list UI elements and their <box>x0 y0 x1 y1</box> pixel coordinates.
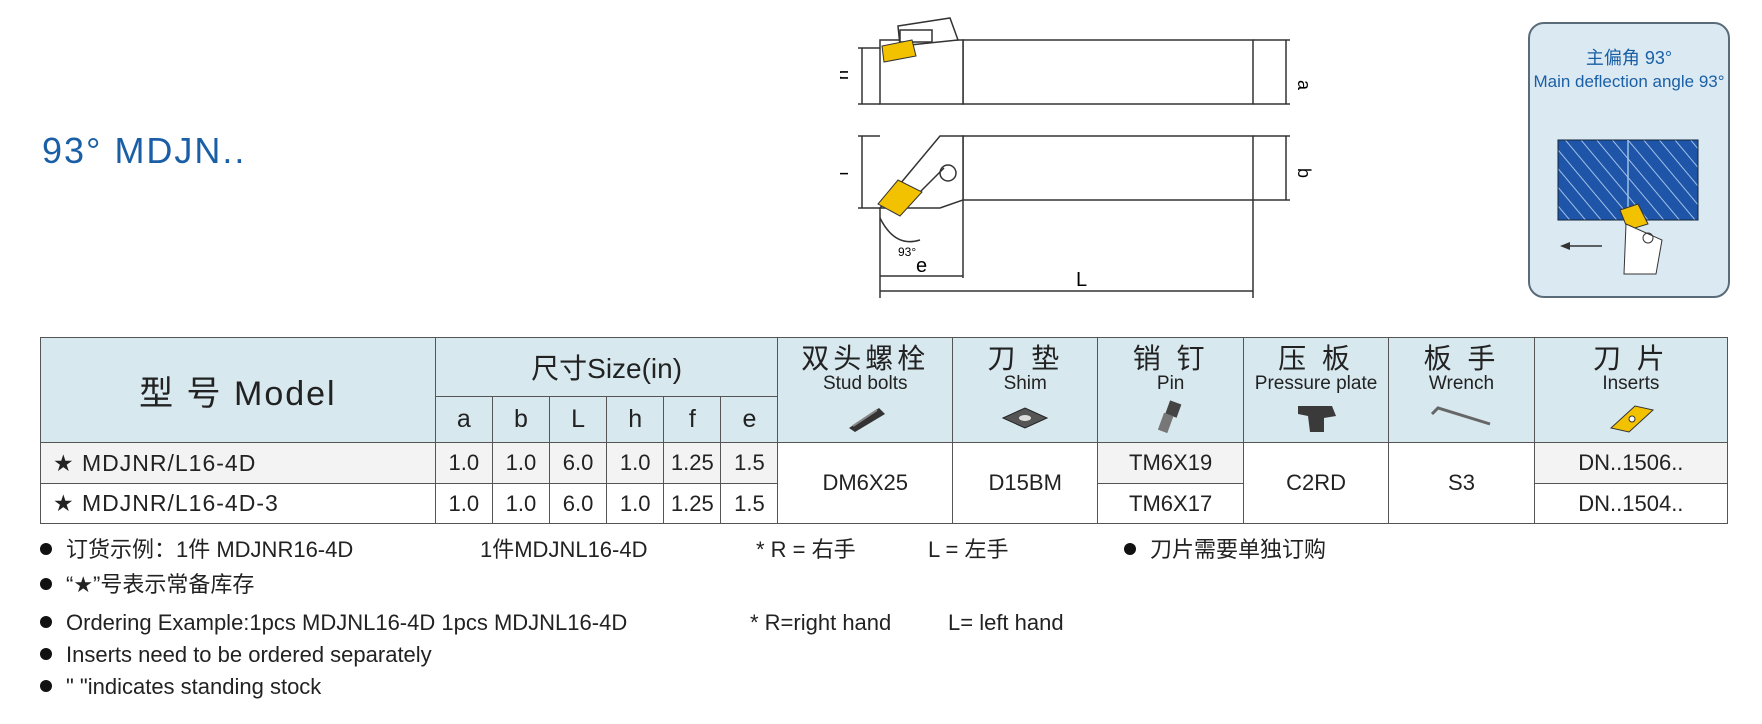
angle-label: 93° <box>898 245 916 259</box>
bullet-icon <box>40 543 52 556</box>
pressure-plate-icon <box>1298 406 1337 432</box>
inserts-en: Inserts <box>1602 373 1660 394</box>
cell-b: 1.0 <box>491 442 550 484</box>
note-en-order-example: Ordering Example:1pcs MDJNL16-4D 1pcs MD… <box>66 610 628 635</box>
note-cn-inserts-text: 刀片需要单独订购 <box>1150 537 1327 562</box>
cell-l: 6.0 <box>548 483 608 524</box>
table-row: ★ MDJNR/L16-4D-3 1.0 1.0 6.0 1.0 1.25 1.… <box>40 483 1729 524</box>
note-en-2: Inserts need to be ordered separately <box>40 643 432 667</box>
shim-en: Shim <box>1003 373 1047 394</box>
note-cn-stock: “★”号表示常备库存 <box>66 572 255 597</box>
pin-cell: TM6X17 <box>1097 483 1244 524</box>
note-cn-right-hand: * R = 右手 <box>756 537 856 562</box>
deflection-angle-callout: 主偏角 93° Main deflection angle 93° <box>1528 22 1730 298</box>
dim-e-label: e <box>916 255 927 277</box>
cell-l: 6.0 <box>548 442 608 484</box>
wrench-en: Wrench <box>1428 373 1495 394</box>
shim-header: 刀 垫 Shim <box>951 337 1099 443</box>
bullet-icon <box>40 680 52 693</box>
inserts-header: 刀 片 Inserts <box>1533 337 1729 443</box>
dim-f-header: f <box>663 396 722 443</box>
cell-f: 1.25 <box>663 483 722 524</box>
dim-h-header: h <box>606 396 665 443</box>
stud-bolt-icon <box>849 408 886 432</box>
model-header: 型 号 Model <box>40 337 436 443</box>
dim-b-label: b <box>1294 168 1314 178</box>
cell-a: 1.0 <box>434 442 493 484</box>
dim-f-label: f <box>840 170 852 176</box>
pressure-plate-cn: 压 板 <box>1278 343 1354 374</box>
insert-cell: DN..1504.. <box>1533 483 1729 524</box>
dim-l-label: L <box>1076 269 1087 291</box>
shim-cell: D15BM <box>951 442 1099 524</box>
pin-header: 销 钉 Pin <box>1097 337 1244 443</box>
cell-e: 1.5 <box>720 483 779 524</box>
dim-l-header: L <box>548 396 608 443</box>
dim-h-label: h <box>840 70 852 80</box>
dim-b-header: b <box>491 396 550 443</box>
cell-h: 1.0 <box>606 483 665 524</box>
insert-in-cut <box>1619 203 1649 231</box>
bullet-icon <box>40 616 52 629</box>
model-cell: ★ MDJNR/L16-4D <box>40 442 436 484</box>
feed-arrow-icon <box>1560 242 1570 250</box>
dim-a-label: a <box>1294 80 1314 91</box>
insert-icon <box>1609 405 1654 433</box>
pin-cell: TM6X19 <box>1097 442 1244 484</box>
inserts-cn: 刀 片 <box>1592 343 1669 374</box>
cutting-diagram <box>1557 139 1699 275</box>
note-cn-inserts: 刀片需要单独订购 <box>1124 538 1326 562</box>
wrench-header: 板 手 Wrench <box>1388 337 1535 443</box>
model-cell: ★ MDJNR/L16-4D-3 <box>40 483 436 524</box>
tool-holder-drawing: h a f b e L 93° <box>840 17 1314 298</box>
note-en-3: " "indicates standing stock <box>40 675 321 699</box>
insert-cell: DN..1506.. <box>1533 442 1729 484</box>
dim-e-header: e <box>720 396 779 443</box>
note-cn-order-example: 订货示例：1件 MDJNR16-4D <box>66 537 354 562</box>
pressure-plate-cell: C2RD <box>1242 442 1390 524</box>
shim-icon <box>1001 407 1049 429</box>
pressure-plate-en: Pressure plate <box>1254 373 1378 394</box>
pin-en: Pin <box>1156 373 1185 394</box>
note-cn-order-example-2: 1件MDJNL16-4D <box>480 537 648 562</box>
stud-bolts-cn: 双头螺栓 <box>801 343 930 374</box>
bullet-icon <box>40 648 52 661</box>
pin-icon <box>1157 400 1181 434</box>
size-header: 尺寸Size(in) <box>434 337 779 397</box>
cell-b: 1.0 <box>491 483 550 524</box>
cell-a: 1.0 <box>434 483 493 524</box>
spec-table: 型 号 Model 尺寸Size(in) 双头螺栓 Stud bolts 刀 垫… <box>40 337 1729 524</box>
note-en-stock: " "indicates standing stock <box>66 674 322 699</box>
note-cn-left-hand: L = 左手 <box>928 537 1009 562</box>
wrench-cell: S3 <box>1388 442 1535 524</box>
shim-cn: 刀 垫 <box>987 343 1064 374</box>
pin-cn: 销 钉 <box>1132 343 1209 374</box>
dim-a-header: a <box>434 396 493 443</box>
wrench-icon <box>1431 406 1491 426</box>
pressure-plate-header: 压 板 Pressure plate <box>1242 337 1390 443</box>
stud-bolt-cell: DM6X25 <box>777 442 953 524</box>
note-cn-1: 订货示例：1件 MDJNR16-4D <box>40 538 353 562</box>
note-en-right-hand: * R=right hand <box>750 610 892 635</box>
cell-h: 1.0 <box>606 442 665 484</box>
note-cn-2: “★”号表示常备库存 <box>40 573 254 597</box>
note-en-1: Ordering Example:1pcs MDJNL16-4D 1pcs MD… <box>40 611 627 635</box>
callout-title-en: Main deflection angle 93° <box>1533 72 1725 91</box>
cell-e: 1.5 <box>720 442 779 484</box>
note-en-left-hand: L= left hand <box>948 610 1064 635</box>
product-title: 93° MDJN.. <box>42 130 247 171</box>
note-en-inserts: Inserts need to be ordered separately <box>66 642 432 667</box>
cell-f: 1.25 <box>663 442 722 484</box>
stud-bolts-header: 双头螺栓 Stud bolts <box>777 337 953 443</box>
stud-bolts-en: Stud bolts <box>822 373 908 394</box>
table-row: ★ MDJNR/L16-4D 1.0 1.0 6.0 1.0 1.25 1.5 … <box>40 442 1729 524</box>
wrench-cn: 板 手 <box>1423 343 1500 374</box>
bullet-icon <box>40 578 52 591</box>
bullet-icon <box>1124 543 1136 556</box>
callout-title-cn: 主偏角 93° <box>1585 48 1673 68</box>
